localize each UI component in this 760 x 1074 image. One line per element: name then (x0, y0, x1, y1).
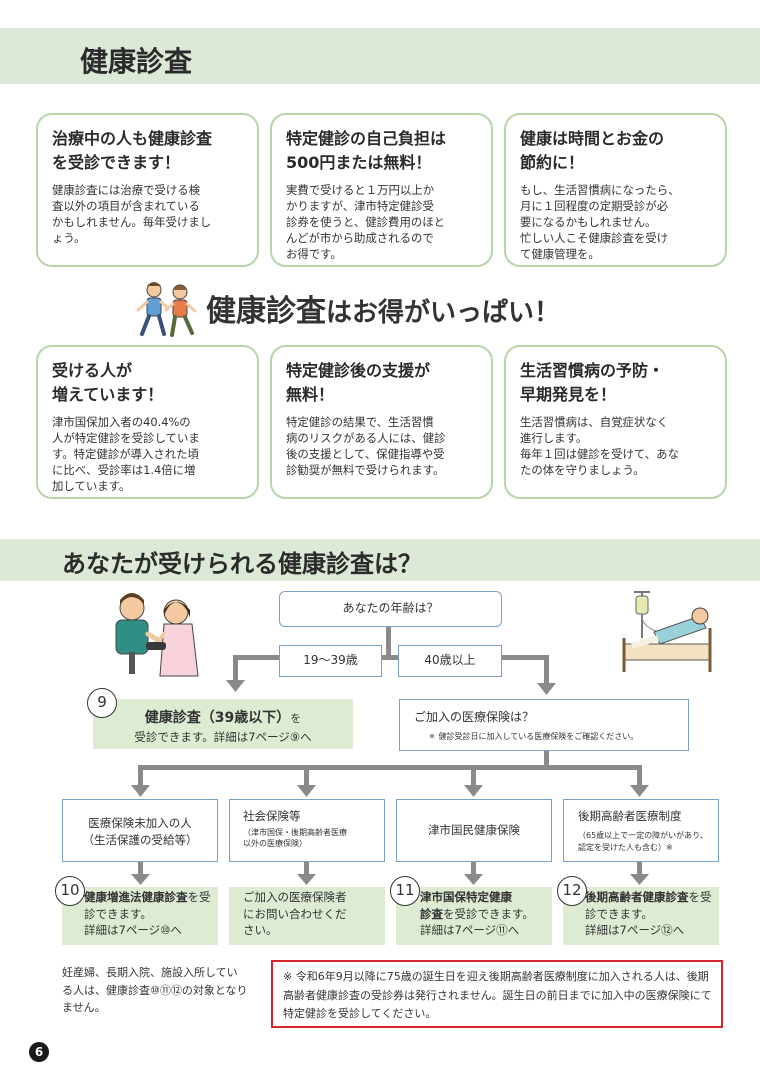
result-bold: 健康増進法健康診査 (84, 890, 188, 904)
age-young-text: 19～39歳 (303, 653, 358, 667)
page-number: 6 (29, 1042, 49, 1062)
card-title: 受ける人が 増えています！ (52, 361, 164, 404)
card-body: 特定健診の結果で、生活習慣 病のリスクがある人には、健診 後の支援として、保健指… (286, 415, 446, 477)
category-box: 医療保険未加入の人 （生活保護の受給等） (62, 799, 218, 862)
category-name: 後期高齢者医療制度 (578, 809, 682, 823)
age-old-box: 40歳以上 (398, 645, 502, 677)
benefit-card: 特定健診後の支援が 無料！ 特定健診の結果で、生活習慣 病のリスクがある人には、… (270, 345, 493, 499)
result-rest: ご加入の医療保険者 にお問い合わせくだ さい。 (243, 890, 347, 938)
insurance-question-box: ご加入の医療保険は？ ＊ 健診受診日に加入している医療保険をご確認ください。 (399, 699, 689, 751)
result-box: 津市国保特定健康 診査を受診できます。 詳細は7ページ⑪へ (396, 887, 552, 945)
warning-box: ※ 令和6年9月以降に75歳の誕生日を迎え後期高齢者医療制度に加入される人は、後… (271, 960, 723, 1028)
benefit-card: 健康は時間とお金の 節約に！ もし、生活習慣病になったら、 月に１回程度の定期受… (504, 113, 727, 267)
card-title: 特定健診後の支援が 無料！ (286, 361, 431, 404)
nurse-patient-illustration (115, 593, 199, 677)
result-bold: 津市国保特定健康 診査 (420, 890, 512, 921)
page-title: 健康診査 (80, 45, 193, 78)
benefit-card: 受ける人が 増えています！ 津市国保加入者の40.4%の 人が特定健診を受診して… (36, 345, 259, 499)
badge-10: 10 (55, 876, 85, 906)
insurance-question-note: ＊ 健診受診日に加入している医療保険をご確認ください。 (428, 732, 639, 741)
category-name: 医療保険未加入の人 （生活保護の受給等） (82, 816, 198, 847)
card-body: 健康診査には治療で受ける検 査以外の項目が含まれている かもしれません。毎年受け… (52, 183, 212, 245)
category-box: 津市国民健康保険 (396, 799, 552, 862)
section2-title: あなたが受けられる健康診査は？ (62, 550, 422, 578)
result-box: 健康増進法健康診査を受診できます。 詳細は7ページ⑩へ (62, 887, 218, 945)
badge-12: 12 (557, 876, 587, 906)
young-title-suffix: を (290, 712, 302, 725)
badge-11: 11 (390, 876, 420, 906)
card-title: 特定健診の自己負担は 500円または無料！ (286, 129, 447, 172)
banner-title-main: 健康診査 (206, 294, 326, 329)
age-old-text: 40歳以上 (424, 653, 476, 667)
category-box: 社会保険等 （津市国保・後期高齢者医療 以外の医療保険） (229, 799, 385, 862)
banner-title-tail: はお得がいっぱい！ (326, 298, 561, 328)
result-rest: を受診できます。 詳細は7ページ⑪へ (420, 906, 534, 938)
card-title: 健康は時間とお金の 節約に！ (520, 129, 665, 172)
section2-band (0, 539, 760, 581)
result-bold: 後期高齢者健康診査 (585, 890, 689, 904)
header-band (0, 28, 760, 84)
benefit-card: 特定健診の自己負担は 500円または無料！ 実費で受けると１万円以上か かります… (270, 113, 493, 267)
category-sub: （65歳以上で一定の障がいがあり、 認定を受けた人も含む）※ (578, 831, 708, 852)
card-body: 津市国保加入者の40.4%の 人が特定健診を受診していま す。特定健診が導入され… (52, 415, 200, 493)
warning-text: ※ 令和6年9月以降に75歳の誕生日を迎え後期高齢者医療制度に加入される人は、後… (283, 970, 712, 1021)
category-name: 津市国民健康保険 (428, 823, 520, 837)
card-title: 治療中の人も健康診査 を受診できます！ (52, 129, 213, 172)
category-sub: （津市国保・後期高齢者医療 以外の医療保険） (243, 828, 347, 849)
benefit-card: 生活習慣病の予防・ 早期発見を！ 生活習慣病は、自覚症状なく 進行します。 毎年… (504, 345, 727, 499)
card-body: もし、生活習慣病になったら、 月に１回程度の定期受診が必 要になるかもしれません… (520, 183, 680, 261)
banner-title: 健康診査はお得がいっぱい！ (206, 286, 560, 330)
category-box: 後期高齢者医療制度 （65歳以上で一定の障がいがあり、 認定を受けた人も含む）※ (563, 799, 719, 862)
result-rest: を受診できます。 詳細は7ページ⑫へ (585, 890, 712, 938)
result-box: 後期高齢者健康診査を受診できます。 詳細は7ページ⑫へ (563, 887, 719, 945)
age-question-text: あなたの年齢は？ (342, 601, 439, 615)
card-title: 生活習慣病の予防・ 早期発見を！ (520, 361, 665, 404)
insurance-question-text: ご加入の医療保険は？ (414, 710, 535, 724)
young-result-title: 健康診査（39歳以下）を (93, 707, 353, 727)
badge-9: 9 (87, 688, 117, 718)
bedridden-patient-illustration (622, 591, 712, 672)
benefit-card: 治療中の人も健康診査 を受診できます！ 健康診査には治療で受ける検 査以外の項目… (36, 113, 259, 267)
category-name: 社会保険等 (243, 809, 301, 823)
young-result-box: 健康診査（39歳以下）を 受診できます。詳細は7ページ⑨へ (93, 699, 353, 749)
card-body: 生活習慣病は、自覚症状なく 進行します。 毎年１回は健診を受けて、あな たの体を… (520, 415, 679, 477)
result-box: ご加入の医療保険者 にお問い合わせくだ さい。 (229, 887, 385, 945)
young-result-detail: 受診できます。詳細は7ページ⑨へ (134, 730, 312, 744)
walking-couple-illustration (136, 282, 197, 337)
result-rest: を受診できます。 詳細は7ページ⑩へ (84, 890, 211, 938)
card-body: 実費で受けると１万円以上か かりますが、津市特定健診受 診券を使うと、健診費用の… (286, 183, 446, 261)
footnote-left: 妊産婦、長期入院、施設入所してい る人は、健康診査⑩⑪⑫の対象となり ません。 (62, 966, 248, 1015)
age-question-box: あなたの年齢は？ (279, 591, 502, 627)
young-title-main: 健康診査（39歳以下） (144, 710, 291, 726)
age-young-box: 19～39歳 (279, 645, 382, 677)
